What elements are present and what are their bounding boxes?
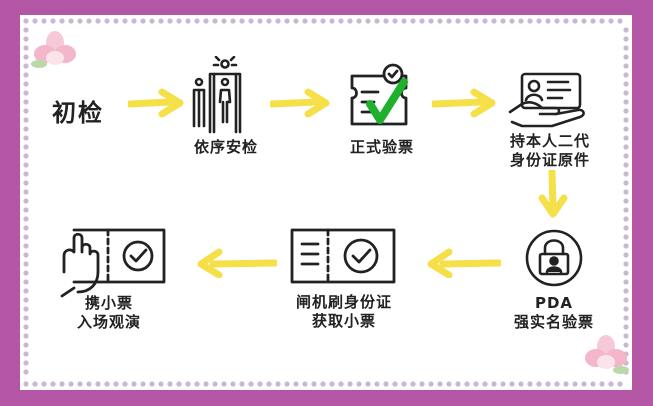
arrow-down-icon	[538, 170, 568, 218]
diagram-panel	[20, 15, 632, 390]
arrow-right-icon	[270, 88, 330, 118]
step-label-5: 闸机刷身份证 获取小票	[295, 293, 392, 330]
flower-bottom-right-icon	[585, 335, 629, 374]
step-label-2: 正式验票	[349, 138, 414, 156]
arrow-left-icon	[427, 248, 501, 278]
step-label-4: PDA 强实名验票	[513, 294, 594, 331]
receipt-check-icon	[290, 228, 396, 284]
step-label-6: 携小票 入场观演	[76, 294, 141, 331]
step-label-3: 持本人二代 身份证原件	[509, 132, 590, 169]
flower-top-left-icon	[31, 31, 76, 68]
lock-user-icon	[525, 229, 583, 287]
arrow-left-icon	[197, 248, 277, 278]
security-gate-icon	[192, 56, 242, 134]
start-label: 初检	[52, 99, 104, 127]
dotted-border	[23, 18, 629, 387]
arrow-right-icon	[432, 88, 496, 118]
ticket-check-icon	[350, 63, 408, 126]
step-label-1: 依序安检	[193, 138, 258, 156]
arrow-right-icon	[128, 88, 184, 118]
hand-ticket-icon	[60, 228, 166, 298]
id-card-hand-icon	[508, 72, 585, 128]
